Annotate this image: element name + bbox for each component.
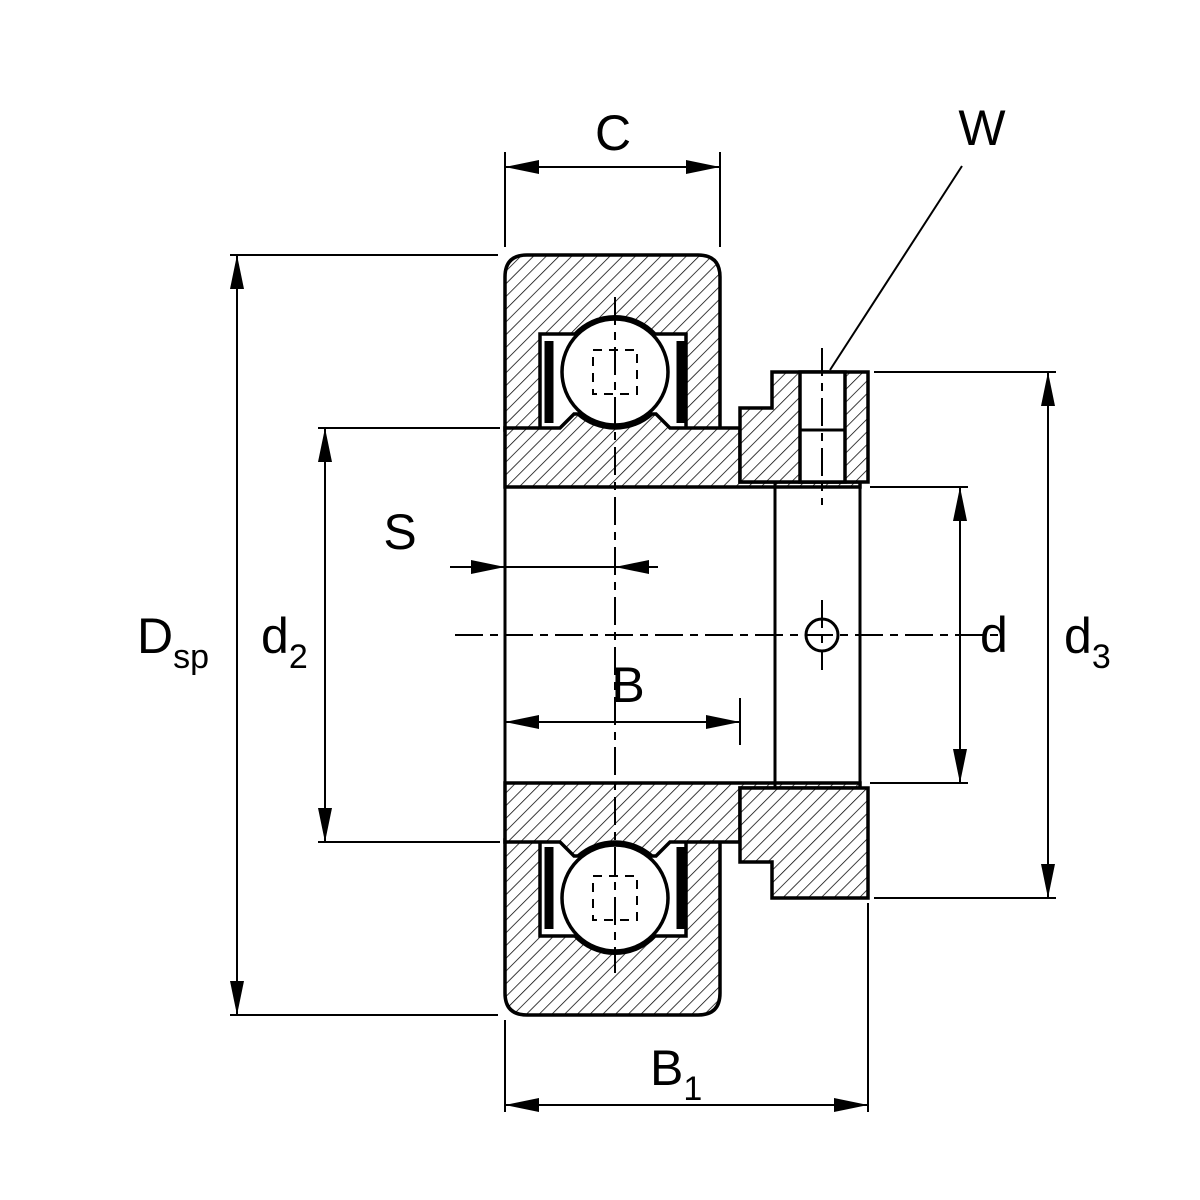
dimension-s: S	[383, 504, 658, 574]
d2-arrow-top	[318, 428, 332, 462]
d3-arrow-bottom	[1041, 864, 1055, 898]
s-arrow-right	[615, 560, 649, 574]
w-label: W	[958, 100, 1006, 156]
dimension-d: d	[870, 486, 1008, 784]
c-label: C	[595, 105, 631, 161]
b1-arrow-right	[834, 1098, 868, 1112]
c-arrow-left	[505, 160, 539, 174]
d2-arrow-bottom	[318, 808, 332, 842]
center-lines	[455, 297, 1005, 973]
dimension-c: C	[504, 105, 721, 247]
c-arrow-right	[686, 160, 720, 174]
dsp-arrow-bottom	[230, 981, 244, 1015]
d-arrow-bottom	[953, 749, 967, 783]
b-label: B	[611, 657, 644, 713]
dimension-d2: d2	[261, 427, 500, 843]
b-arrow-right	[706, 715, 740, 729]
s-label: S	[383, 504, 416, 560]
dsp-label: Dsp	[137, 608, 209, 676]
s-arrow-left	[471, 560, 505, 574]
b1-arrow-left	[505, 1098, 539, 1112]
d3-label: d3	[1064, 608, 1111, 676]
dimension-b: B	[505, 657, 741, 745]
dimension-dsp: Dsp	[137, 254, 498, 1016]
b-arrow-left	[505, 715, 539, 729]
d-label: d	[980, 607, 1008, 663]
cage-pocket-bottom	[592, 875, 638, 921]
w-leader-line	[829, 165, 963, 371]
b1-label: B1	[650, 1040, 702, 1108]
dimension-b1: B1	[504, 903, 869, 1112]
locking-collar-bottom-section	[738, 786, 870, 900]
d3-arrow-top	[1041, 372, 1055, 406]
dimension-d3: d3	[874, 371, 1111, 899]
dimension-w: W	[829, 100, 1006, 371]
dimensions: C W Dsp d2	[137, 100, 1111, 1112]
dsp-arrow-top	[230, 255, 244, 289]
d2-label: d2	[261, 608, 308, 676]
d-arrow-top	[953, 487, 967, 521]
